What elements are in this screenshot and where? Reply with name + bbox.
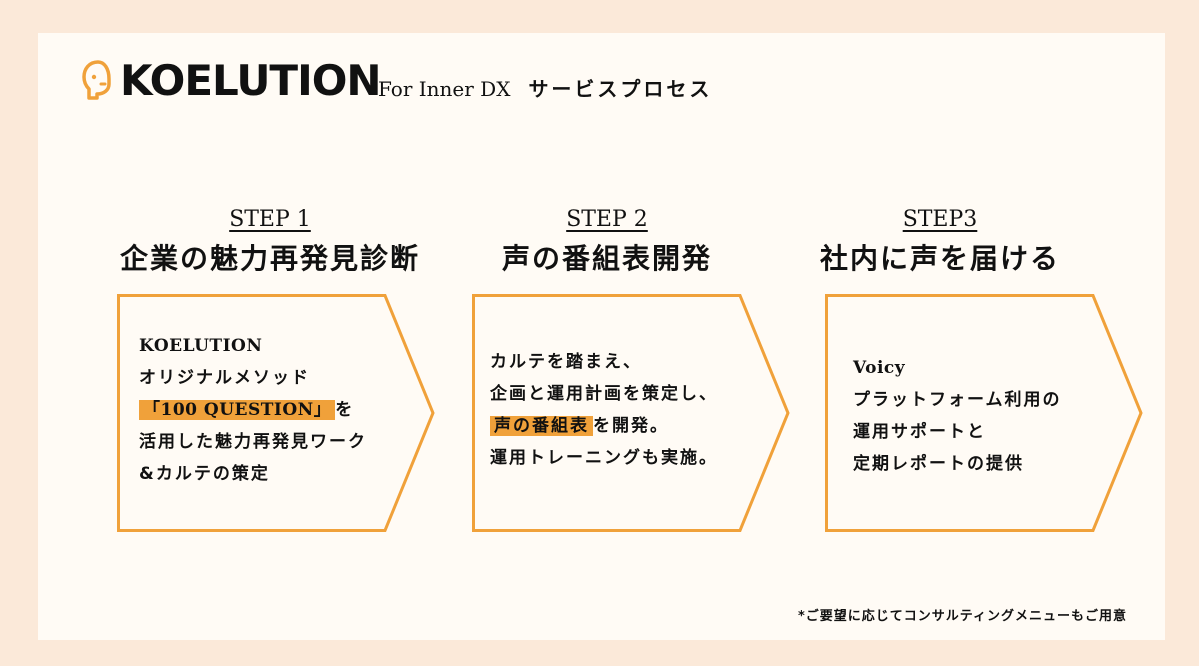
step-2-highlight: 声の番組表	[490, 416, 593, 436]
subtitle-english: For Inner DX	[378, 77, 511, 101]
step-1-line-2: オリジナルメソッド	[139, 368, 310, 388]
step-2-description: カルテを踏まえ、 企画と運用計画を策定し、 声の番組表を開発。 運用トレーニング…	[490, 346, 718, 474]
face-outline-icon	[82, 60, 111, 100]
step-3-label: STEP3	[902, 207, 978, 232]
step-2-line-3: 声の番組表を開発。	[490, 410, 718, 442]
step-1-title: 企業の魅力再発見診断	[119, 242, 420, 275]
step-3-title: 社内に声を届ける	[819, 242, 1060, 275]
step-1-label: STEP 1	[229, 207, 311, 232]
step-3-line-3: 運用サポートと	[853, 422, 986, 442]
step-3-card: Voicy プラットフォーム利用の 運用サポートと 定期レポートの提供	[825, 294, 1145, 532]
step-1-line-4: 活用した魅力再発見ワーク	[139, 432, 367, 452]
step-2-label: STEP 2	[566, 207, 648, 232]
step-1-description: KOELUTION オリジナルメソッド 「100 QUESTION」を 活用した…	[139, 330, 367, 490]
step-1-heading: STEP 1 企業の魅力再発見診断	[90, 205, 450, 277]
step-3-line-2: プラットフォーム利用の	[853, 390, 1062, 410]
step-1-card: KOELUTION オリジナルメソッド 「100 QUESTION」を 活用した…	[117, 294, 437, 532]
step-2-line-1: カルテを踏まえ、	[490, 352, 642, 372]
step-2-heading: STEP 2 声の番組表開発	[427, 205, 787, 277]
page-subtitle: For Inner DX サービスプロセス	[378, 76, 712, 102]
brand-name: KOELUTION	[120, 56, 382, 105]
step-3-line-1: Voicy	[853, 358, 906, 378]
subtitle-japanese: サービスプロセス	[528, 77, 713, 101]
step-2-line-4: 運用トレーニングも実施。	[490, 448, 718, 468]
step-1-line-3-tail: を	[335, 400, 355, 420]
step-1-line-5: &カルテの策定	[139, 464, 270, 484]
step-2-title: 声の番組表開発	[501, 242, 712, 275]
step-3-line-4: 定期レポートの提供	[853, 454, 1024, 474]
step-2-line-2: 企画と運用計画を策定し、	[490, 384, 718, 404]
step-3-description: Voicy プラットフォーム利用の 運用サポートと 定期レポートの提供	[853, 352, 1062, 480]
step-2-arrow-outline	[472, 294, 790, 532]
step-2-line-3-tail: を開発。	[593, 416, 669, 436]
step-1-highlight: 「100 QUESTION」	[139, 400, 336, 420]
step-3-arrow-outline	[825, 294, 1143, 532]
step-1-line-3: 「100 QUESTION」を	[139, 394, 367, 426]
step-3-heading: STEP3 社内に声を届ける	[760, 205, 1120, 277]
step-1-line-1: KOELUTION	[139, 336, 263, 356]
footnote: *ご要望に応じてコンサルティングメニューもご用意	[797, 609, 1127, 624]
step-2-card: カルテを踏まえ、 企画と運用計画を策定し、 声の番組表を開発。 運用トレーニング…	[472, 294, 792, 532]
